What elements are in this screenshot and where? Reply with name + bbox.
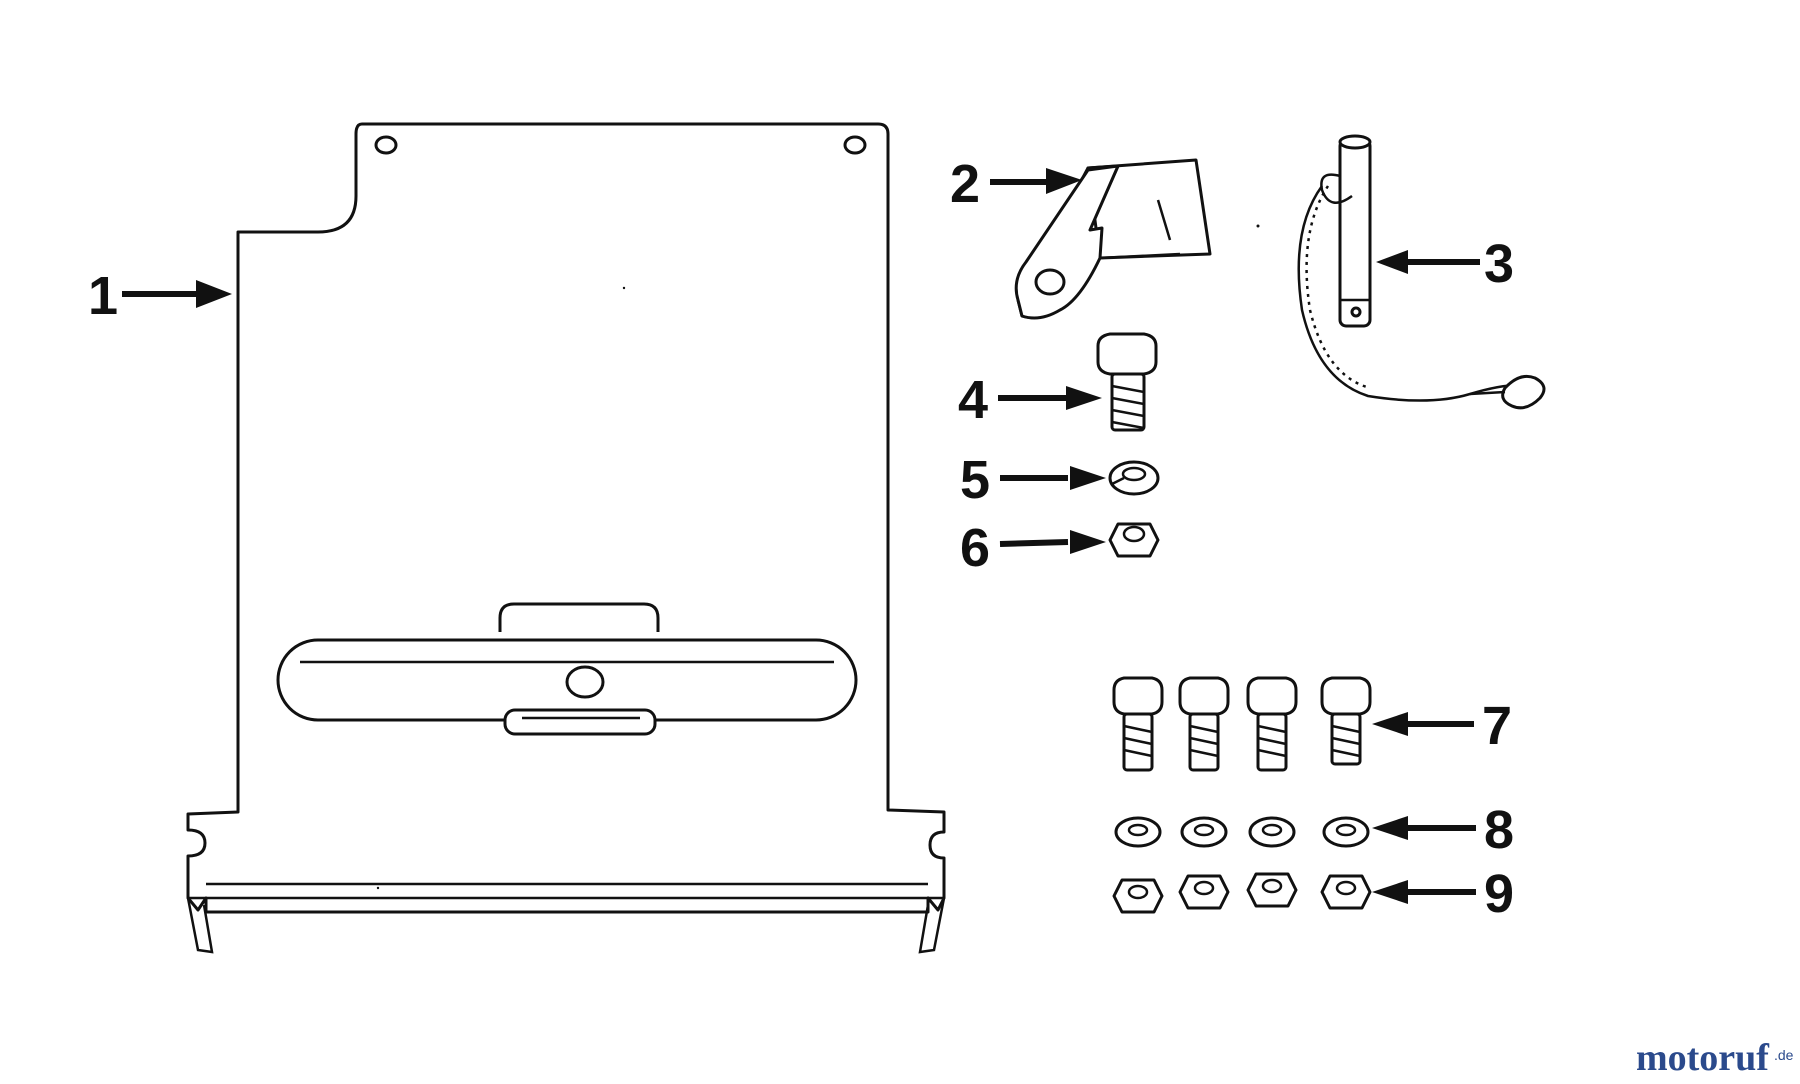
part-2-hitch-bracket (1014, 158, 1212, 320)
part-3-hitch-pin (1297, 134, 1546, 410)
part-6-nut (1108, 522, 1160, 558)
callout-3: 3 (1484, 234, 1514, 294)
leader-arrows (122, 168, 1480, 904)
callout-9: 9 (1484, 864, 1514, 924)
callout-5: 5 (960, 450, 990, 510)
part-5-lock-washer (1108, 460, 1160, 496)
part-7-bolts (1112, 676, 1372, 772)
callout-2: 2 (950, 154, 980, 214)
callout-1: 1 (88, 266, 118, 326)
callout-6: 6 (960, 518, 990, 578)
part-9-nuts (1112, 872, 1372, 914)
watermark-brand: motoruf (1636, 1037, 1770, 1079)
part-1-mounting-plate (186, 122, 946, 954)
callout-8: 8 (1484, 800, 1514, 860)
callout-4: 4 (958, 370, 988, 430)
watermark-suffix: .de (1774, 1047, 1794, 1063)
callout-7: 7 (1482, 696, 1512, 756)
callout-labels: 1 2 3 4 5 6 7 8 9 (88, 154, 1514, 924)
watermark: motoruf .de (1636, 1037, 1794, 1079)
part-8-lock-washers (1114, 816, 1370, 848)
part-4-bolt (1096, 332, 1158, 432)
